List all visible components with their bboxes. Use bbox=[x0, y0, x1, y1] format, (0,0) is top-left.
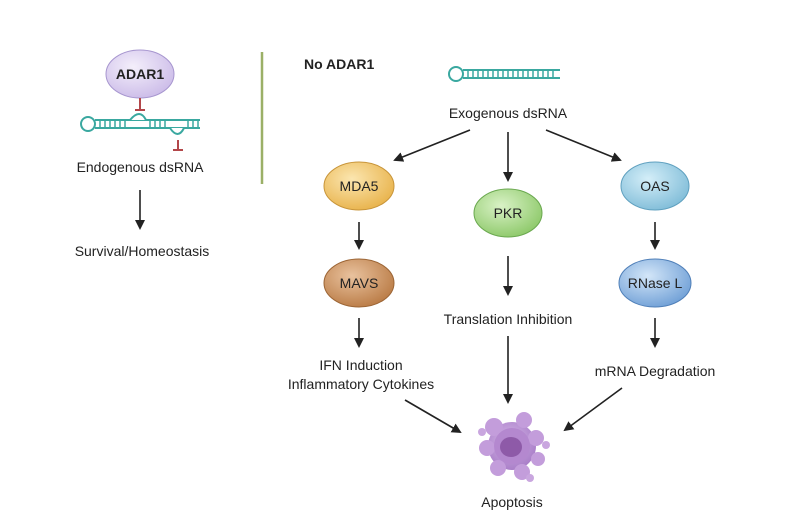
translation-inhibition-label: Translation Inhibition bbox=[444, 311, 573, 327]
arrow-mrna-to-apoptosis bbox=[563, 387, 623, 432]
adar1-label: ADAR1 bbox=[116, 66, 164, 82]
right-panel: No ADAR1 Exogenous dsRNA MDA bbox=[288, 56, 715, 510]
apoptotic-cell-icon bbox=[478, 412, 550, 482]
endogenous-dsrna-label: Endogenous dsRNA bbox=[77, 159, 205, 175]
survival-label: Survival/Homeostasis bbox=[75, 243, 210, 259]
mda5-node bbox=[323, 161, 395, 211]
arrow-ifn-to-apoptosis bbox=[404, 399, 462, 434]
exogenous-dsrna-label: Exogenous dsRNA bbox=[449, 105, 568, 121]
apoptosis-label: Apoptosis bbox=[481, 494, 542, 510]
hairpin-rna-icon bbox=[448, 66, 560, 82]
inflammatory-cytokines-label: Inflammatory Cytokines bbox=[288, 376, 434, 392]
mavs-node bbox=[323, 258, 395, 308]
hairpin-rna-icon bbox=[80, 113, 200, 135]
mrna-degradation-label: mRNA Degradation bbox=[595, 363, 716, 379]
pkr-node bbox=[473, 188, 543, 238]
pkr-label: PKR bbox=[494, 205, 523, 221]
no-adar1-heading: No ADAR1 bbox=[304, 56, 374, 72]
ifn-induction-label: IFN Induction bbox=[319, 357, 402, 373]
mda5-label: MDA5 bbox=[340, 178, 379, 194]
inhibition-bar-icon bbox=[173, 140, 183, 151]
oas-label: OAS bbox=[640, 178, 670, 194]
rnase-l-label: RNase L bbox=[628, 275, 683, 291]
oas-node bbox=[620, 161, 690, 211]
mavs-label: MAVS bbox=[340, 275, 379, 291]
arrow-to-mda5 bbox=[393, 129, 471, 162]
rnase-l-node bbox=[618, 258, 692, 308]
arrow-to-oas bbox=[545, 129, 622, 162]
inhibition-bar-icon bbox=[135, 98, 145, 111]
left-panel: ADAR1 Endogen bbox=[75, 49, 210, 259]
